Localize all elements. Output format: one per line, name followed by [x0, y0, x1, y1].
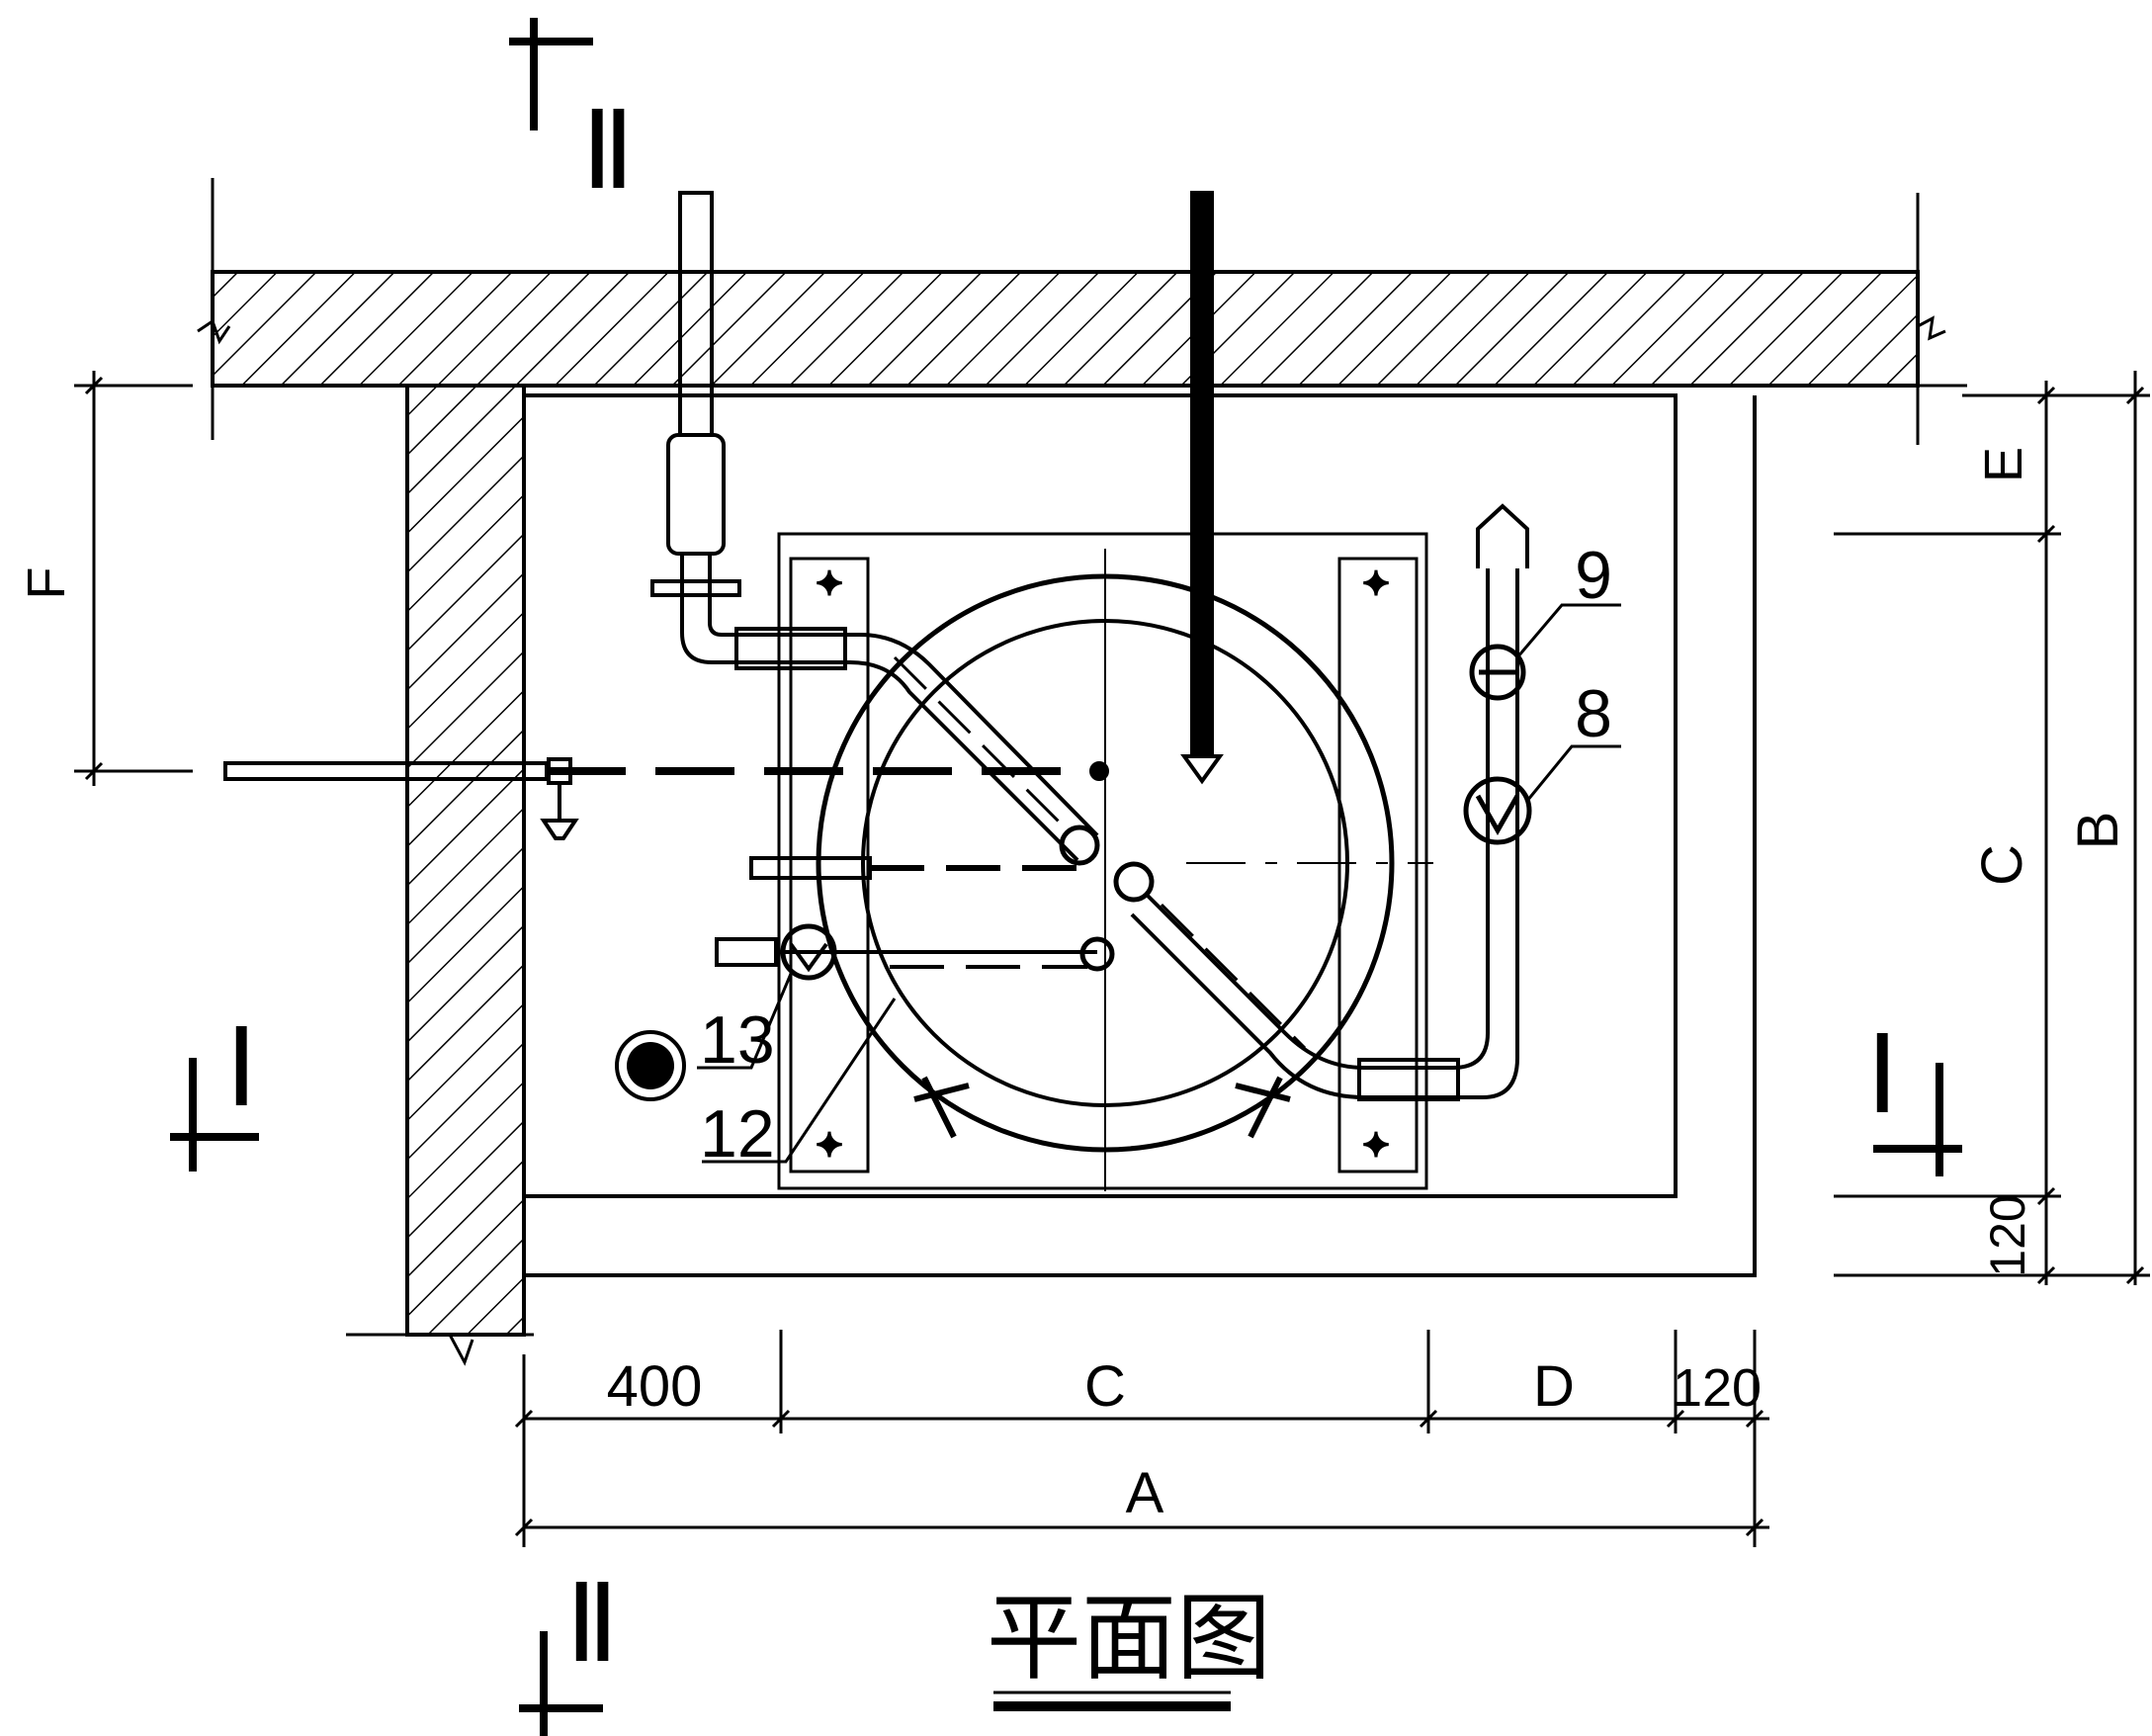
callout-leaders — [697, 603, 1621, 1164]
valve-9 — [1469, 644, 1526, 701]
callout-8: 8 — [1575, 676, 1612, 751]
dim-d: D — [1533, 1354, 1575, 1419]
dim-c-bottom: C — [1084, 1354, 1126, 1419]
room-outline — [522, 386, 1757, 1277]
section-mark-left-label: Ⅰ — [225, 1004, 257, 1131]
dim-a: A — [1126, 1461, 1164, 1525]
dim-120-bottom: 120 — [1673, 1358, 1762, 1418]
section-mark-bottom-label: Ⅱ — [565, 1560, 619, 1687]
dim-e: E — [1974, 447, 2033, 482]
section-mark-right-label: Ⅰ — [1866, 1011, 1898, 1138]
dim-f: F — [17, 567, 76, 600]
svg-text:✦: ✦ — [1362, 564, 1391, 604]
drawing-title: 平面图 — [987, 1583, 1271, 1693]
svg-text:✦: ✦ — [1362, 1126, 1391, 1166]
section-mark-top — [509, 18, 593, 130]
floor-drain — [615, 1030, 686, 1101]
dim-c-right: C — [1970, 844, 2034, 886]
dim-b: B — [2066, 812, 2130, 850]
tank — [816, 549, 1433, 1191]
dim-400: 400 — [607, 1354, 703, 1419]
section-mark-bottom — [519, 1631, 603, 1736]
lower-pipes — [715, 856, 1115, 981]
dimension-lines — [74, 178, 2150, 1547]
callout-12: 12 — [700, 1096, 775, 1172]
section-mark-top-label: Ⅱ — [581, 87, 635, 214]
valve-8 — [1463, 776, 1532, 845]
title-underline — [993, 1691, 1231, 1711]
dim-120-right: 120 — [1980, 1194, 2035, 1276]
callout-13: 13 — [700, 1002, 775, 1078]
vent-rod — [1180, 191, 1224, 785]
left-supply-pipe — [223, 757, 1109, 840]
svg-text:✦: ✦ — [816, 564, 844, 604]
outlet-pipe — [1113, 503, 1529, 1101]
section-mark-left — [170, 1058, 259, 1172]
callout-9: 9 — [1575, 538, 1612, 613]
tank-base: ✦ ✦ ✦ ✦ — [777, 532, 1428, 1190]
svg-text:✦: ✦ — [816, 1126, 844, 1166]
wall-top — [197, 270, 1967, 388]
wall-left — [213, 384, 534, 1366]
inlet-pipe — [650, 191, 1100, 866]
section-mark-right — [1873, 1063, 1962, 1176]
